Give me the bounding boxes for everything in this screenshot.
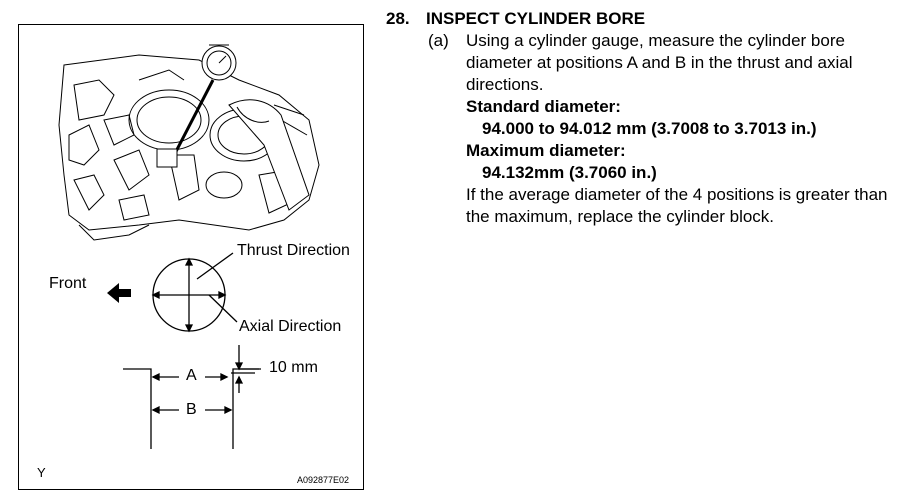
bore-section-diagram [123,345,261,449]
standard-diameter-label: Standard diameter: [466,97,621,116]
step-heading: 28. INSPECT CYLINDER BORE [386,8,906,30]
cylinder-gauge-drawing [156,44,310,211]
substep-a: (a) Using a cylinder gauge, measure the … [428,30,906,228]
axial-direction-label: Axial Direction [239,318,342,335]
offset-10mm-label: 10 mm [269,359,318,376]
front-label: Front [49,275,87,292]
replacement-note: If the average diameter of the 4 positio… [466,185,888,226]
corner-mark: Y [37,465,46,480]
position-a-label: A [186,367,197,384]
bore-direction-diagram [151,252,238,333]
step-number: 28. [386,9,410,28]
illustration-art [58,44,320,449]
substep-letter: (a) [428,31,449,50]
instruction-text: Using a cylinder gauge, measure the cyli… [466,31,853,94]
front-arrow-icon [107,283,131,303]
thrust-direction-label: Thrust Direction [237,242,350,259]
standard-diameter-value: 94.000 to 94.012 mm (3.7008 to 3.7013 in… [482,119,817,138]
figure-id: A092877E02 [297,475,350,485]
position-b-label: B [186,401,197,418]
procedure-text: 28. INSPECT CYLINDER BORE (a) Using a cyl… [386,8,906,228]
maximum-diameter-label: Maximum diameter: [466,141,626,160]
illustration-frame: Thrust Direction Axial Direction Front A… [18,24,364,490]
step-title: INSPECT CYLINDER BORE [426,9,646,28]
maximum-diameter-value: 94.132mm (3.7060 in.) [482,163,657,182]
